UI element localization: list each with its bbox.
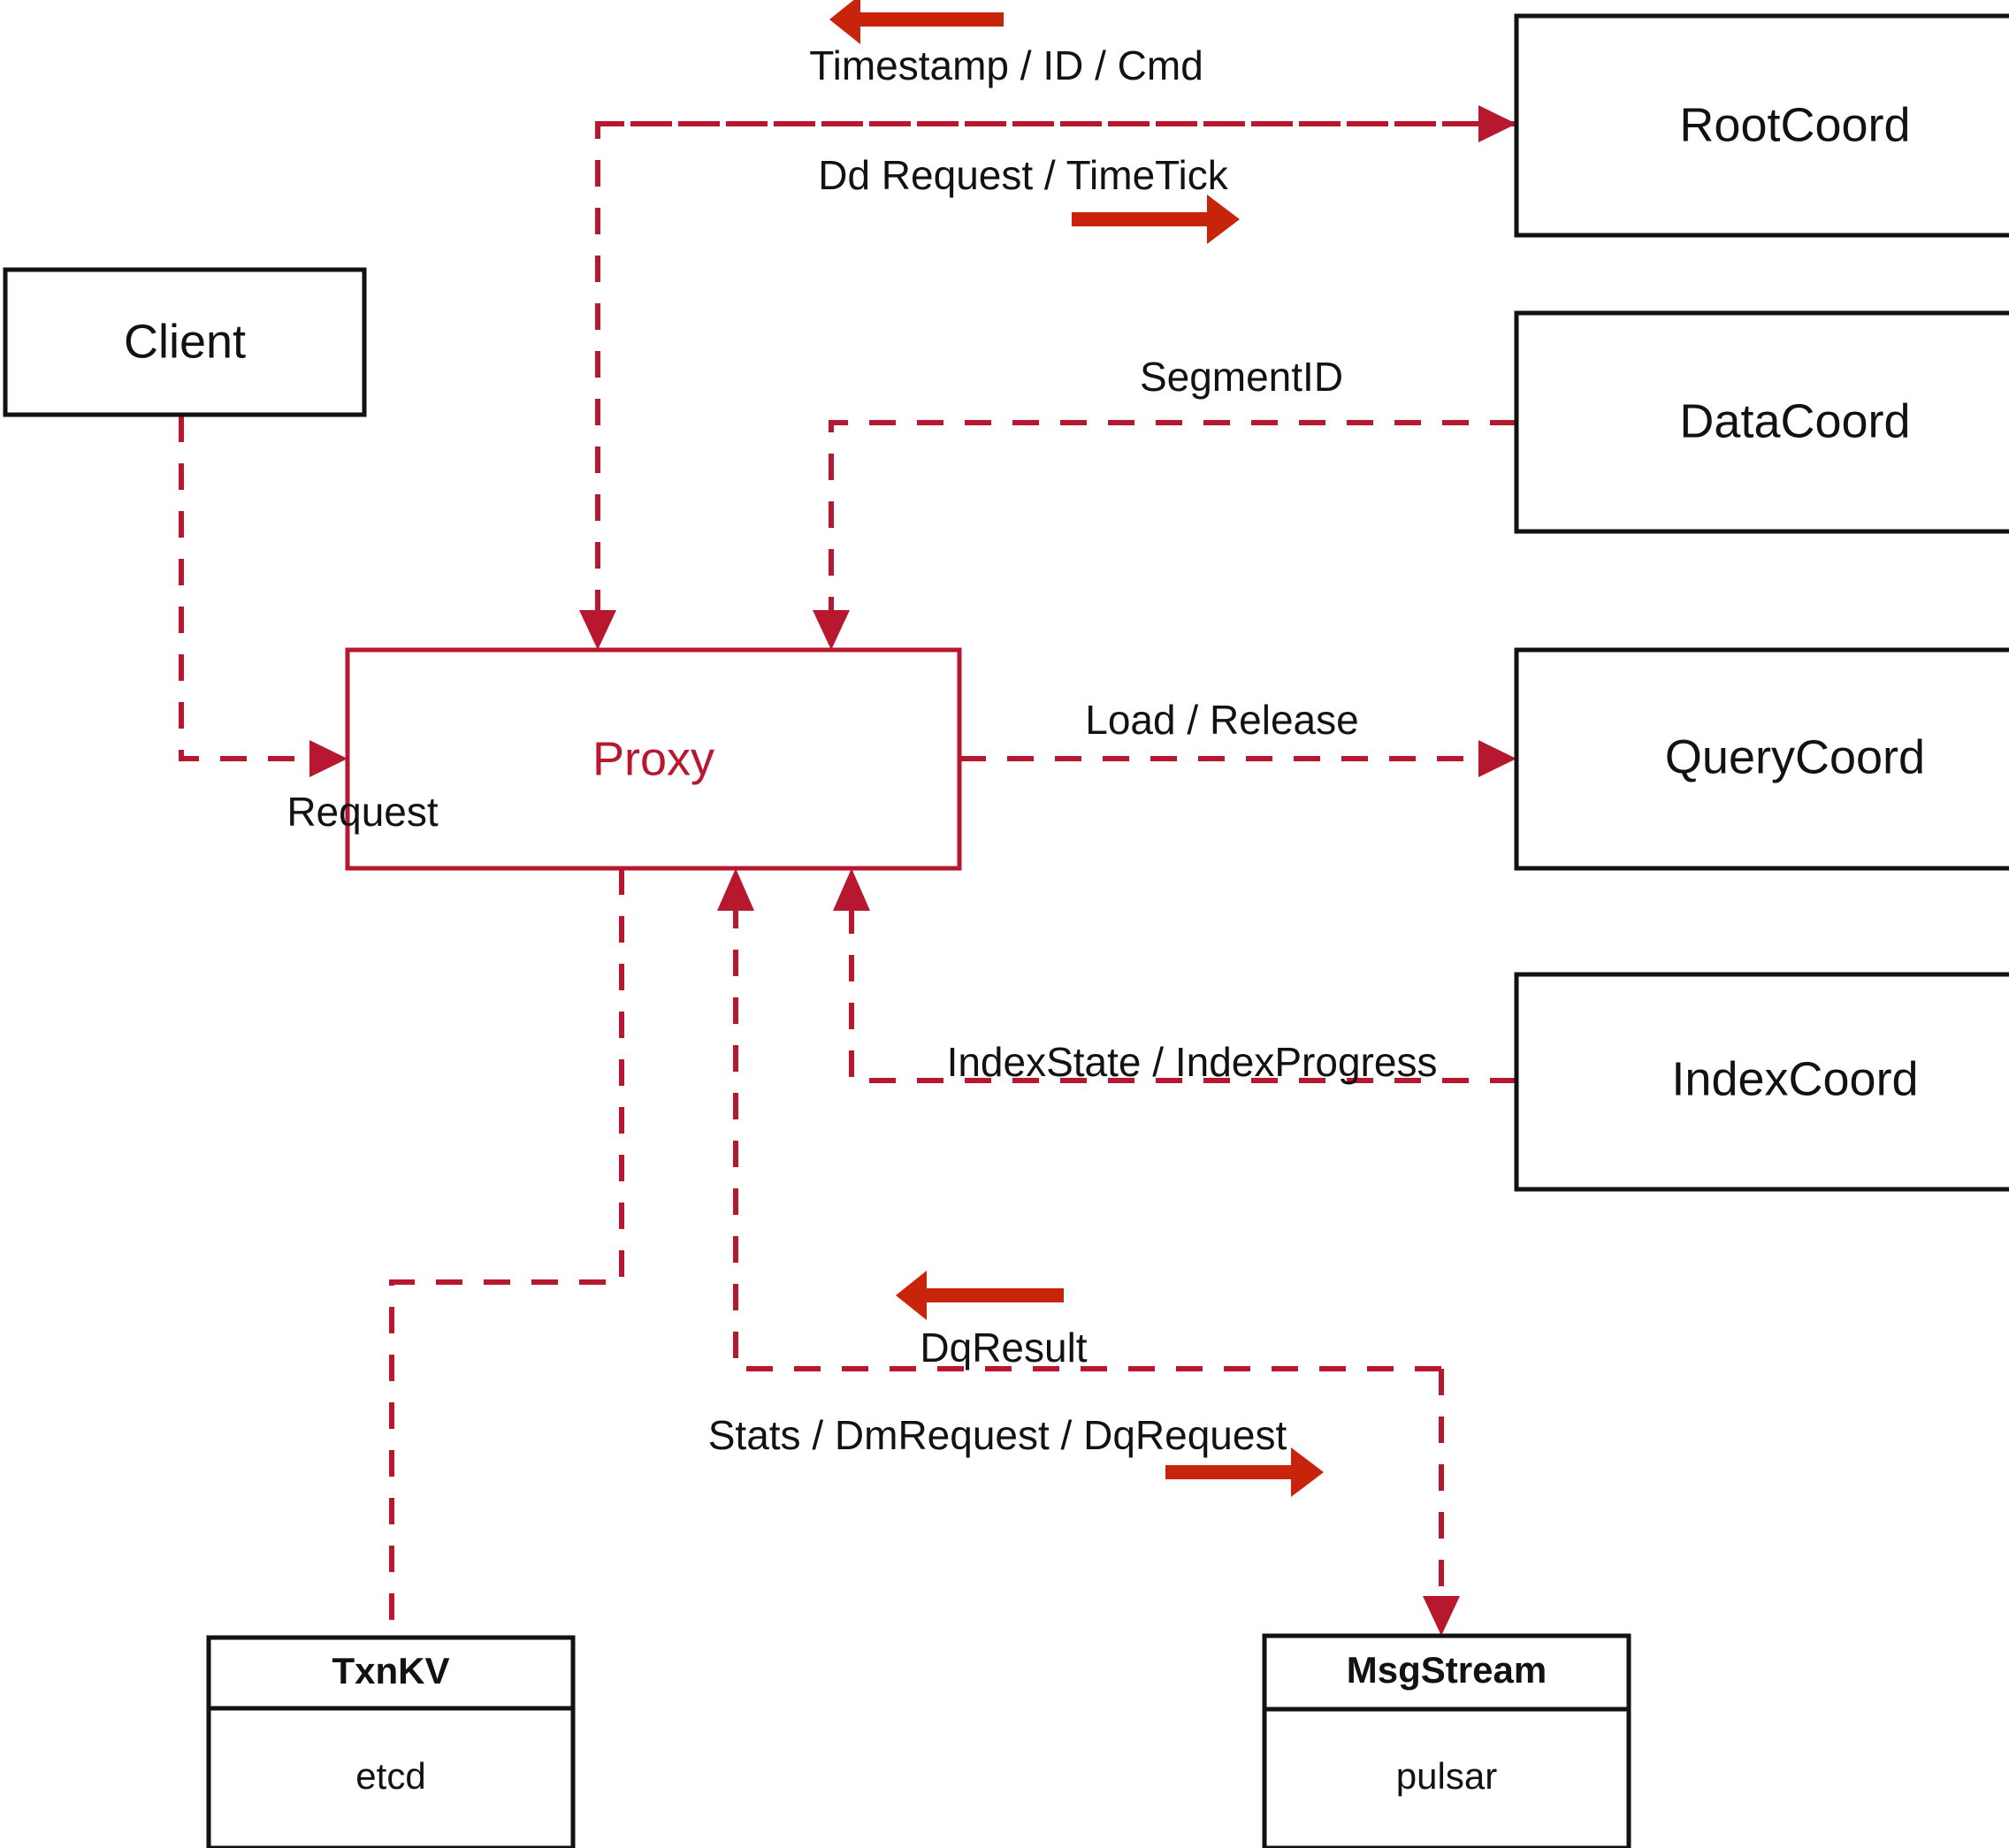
edge-proxy-to-querycoord <box>959 740 1516 777</box>
querycoord-label: QueryCoord <box>1665 730 1925 783</box>
arrowhead-proxy-to-msgstream <box>1423 1596 1460 1636</box>
edge-client-to-proxy <box>179 416 348 777</box>
edge-msgstream-to-proxy <box>717 868 1441 1371</box>
node-datacoord[interactable]: DataCoord <box>1514 310 2009 534</box>
edge-label-indexstate-indexprogress: IndexState / IndexProgress <box>947 1039 1438 1085</box>
datacoord-box[interactable] <box>1514 310 2009 534</box>
edge-proxy-to-rootcoord <box>598 105 1516 142</box>
arrowhead-msgstream-to-proxy <box>717 868 754 911</box>
arrowhead-datacoord-to-proxy <box>813 610 850 650</box>
edge-label-request: Request <box>286 789 439 835</box>
client-label: Client <box>124 315 246 368</box>
node-indexcoord[interactable]: IndexCoord <box>1514 972 2009 1192</box>
arrowhead-proxy-to-querycoord <box>1478 740 1516 777</box>
direction-arrow-timestamp-left <box>829 0 1004 44</box>
edge-indexcoord-to-proxy <box>833 868 1516 1083</box>
txnkv-box[interactable] <box>206 1635 576 1848</box>
querycoord-box[interactable] <box>1514 647 2009 871</box>
edge-proxy-to-msgstream <box>1423 1369 1460 1636</box>
txnkv-title: TxnKV <box>332 1650 449 1691</box>
edge-path-proxy-to-txnkv <box>389 868 624 1638</box>
msgstream-box[interactable] <box>1262 1633 1631 1848</box>
arrowhead-proxy-to-rootcoord <box>1478 105 1516 142</box>
node-proxy[interactable]: Proxy <box>345 647 962 871</box>
edge-label-dqresult: DqResult <box>920 1325 1087 1371</box>
edge-label-dd-request-timetick: Dd Request / TimeTick <box>818 152 1229 198</box>
txnkv-impl: etcd <box>355 1755 425 1797</box>
edge-path-client-to-proxy <box>179 416 309 761</box>
arrowhead-rootcoord-to-proxy <box>579 610 616 650</box>
proxy-box[interactable] <box>345 647 962 871</box>
edge-label-timestamp-id-cmd: Timestamp / ID / Cmd <box>809 42 1203 88</box>
node-rootcoord[interactable]: RootCoord <box>1514 13 2009 238</box>
indexcoord-box[interactable] <box>1514 972 2009 1192</box>
edge-rootcoord-to-proxy <box>579 121 1516 650</box>
proxy-label: Proxy <box>592 732 714 785</box>
msgstream-title: MsgStream <box>1347 1649 1547 1691</box>
node-msgstream[interactable]: MsgStream pulsar <box>1262 1633 1631 1848</box>
edge-proxy-to-txnkv <box>389 868 624 1638</box>
edge-path-msgstream-to-proxy <box>733 911 1441 1371</box>
edge-label-stats-dmrequest-dqrequest: Stats / DmRequest / DqRequest <box>708 1412 1287 1458</box>
edge-label-segmentid: SegmentID <box>1140 354 1343 400</box>
node-querycoord[interactable]: QueryCoord <box>1514 647 2009 871</box>
indexcoord-label: IndexCoord <box>1671 1052 1918 1105</box>
rootcoord-label: RootCoord <box>1679 98 1910 151</box>
edge-label-load-release: Load / Release <box>1085 697 1358 743</box>
rootcoord-box[interactable] <box>1514 13 2009 238</box>
arrowhead-client-to-proxy <box>309 740 348 777</box>
direction-arrow-ddrequest-right <box>1072 195 1240 244</box>
datacoord-label: DataCoord <box>1679 394 1910 447</box>
direction-arrow-dqrequest-right <box>1165 1447 1324 1497</box>
edge-path-datacoord-to-proxy <box>829 420 1516 610</box>
direction-arrow-dqresult-left <box>896 1271 1064 1320</box>
arrowhead-indexcoord-to-proxy <box>833 868 870 911</box>
edge-datacoord-to-proxy <box>813 420 1516 650</box>
node-client[interactable]: Client <box>3 267 367 417</box>
edge-path-indexcoord-to-proxy <box>849 911 1516 1083</box>
client-box[interactable] <box>3 267 367 417</box>
node-txnkv[interactable]: TxnKV etcd <box>206 1635 576 1848</box>
msgstream-impl: pulsar <box>1396 1755 1497 1797</box>
